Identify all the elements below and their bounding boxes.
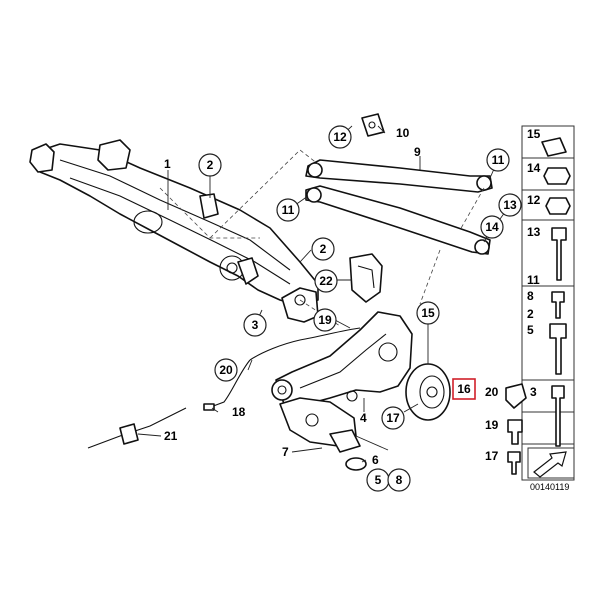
callout-1: 1: [164, 157, 171, 171]
trailing-arm: [271, 311, 413, 407]
callout-16-highlight: [452, 378, 476, 400]
legend-num-8: 8: [527, 289, 534, 303]
callout-20: 20: [219, 363, 233, 377]
callout-7: 7: [282, 445, 289, 459]
callout-13: 13: [503, 198, 517, 212]
legend-num-14: 14: [527, 161, 541, 175]
callout-3: 3: [252, 318, 259, 332]
callout-5: 5: [375, 473, 382, 487]
sensor-cable: [203, 327, 361, 411]
callout-16: 16: [457, 382, 471, 396]
rear-subframe: [29, 139, 319, 323]
clip-icon: [541, 137, 567, 157]
direction-arrow-icon: [533, 451, 567, 478]
drawing-code: 00140119: [530, 482, 569, 492]
callout-15: 15: [421, 306, 435, 320]
legend-num-13: 13: [527, 225, 541, 239]
bolt-icon-5: [549, 323, 567, 375]
callout-14: 14: [485, 220, 499, 234]
legend-num-12: 12: [527, 193, 541, 207]
flange-nut-icon: [545, 197, 571, 215]
callout-6: 6: [372, 453, 379, 467]
callout-8: 8: [396, 473, 403, 487]
lower-control-arm: [305, 185, 491, 255]
callout-22: 22: [319, 274, 333, 288]
callout-18: 18: [232, 405, 246, 419]
callout-21: 21: [164, 429, 178, 443]
bolt-icon-3: [551, 385, 565, 447]
bolt-icon-8: [551, 291, 565, 319]
callout-12: 12: [333, 130, 347, 144]
legend-num-2: 2: [527, 307, 534, 321]
short-bolt-icon: [507, 451, 521, 475]
bracket-part-22: [349, 253, 383, 303]
callout-2-top: 2: [207, 158, 214, 172]
legend-num-15: 15: [527, 127, 541, 141]
callout-17: 17: [386, 411, 400, 425]
callout-11-left: 11: [282, 203, 295, 217]
brake-line: [87, 407, 187, 449]
rubber-mount: [329, 429, 367, 471]
callout-2-mid: 2: [320, 242, 327, 256]
callout-4: 4: [360, 411, 367, 425]
legend-num-3: 3: [530, 385, 537, 399]
legend-num-5: 5: [527, 323, 534, 337]
bolt-icon-13: [551, 227, 567, 281]
legend-num-17: 17: [485, 449, 499, 463]
callout-9: 9: [414, 145, 421, 159]
legend-num-19: 19: [485, 418, 499, 432]
hardware-legend-panel: 15 14 12 13 11 8 2 5 20 3 19 17 00140119: [485, 125, 575, 492]
callout-19: 19: [318, 313, 332, 327]
nut-icon: [543, 167, 571, 185]
callout-10: 10: [396, 126, 410, 140]
legend-num-11: 11: [527, 273, 540, 287]
socket-bolt-icon: [507, 419, 523, 445]
wheel-hub: [405, 363, 451, 421]
mount-bracket-part-10: [361, 113, 385, 137]
callout-labels: 1 2 2 3 4 5 6 7 8 9 10 11 11 12 13 14 15…: [164, 125, 522, 492]
callout-11-right: 11: [492, 153, 505, 167]
sensor-icon: [505, 383, 527, 409]
upper-control-arm: [305, 159, 493, 193]
legend-num-20: 20: [485, 385, 499, 399]
